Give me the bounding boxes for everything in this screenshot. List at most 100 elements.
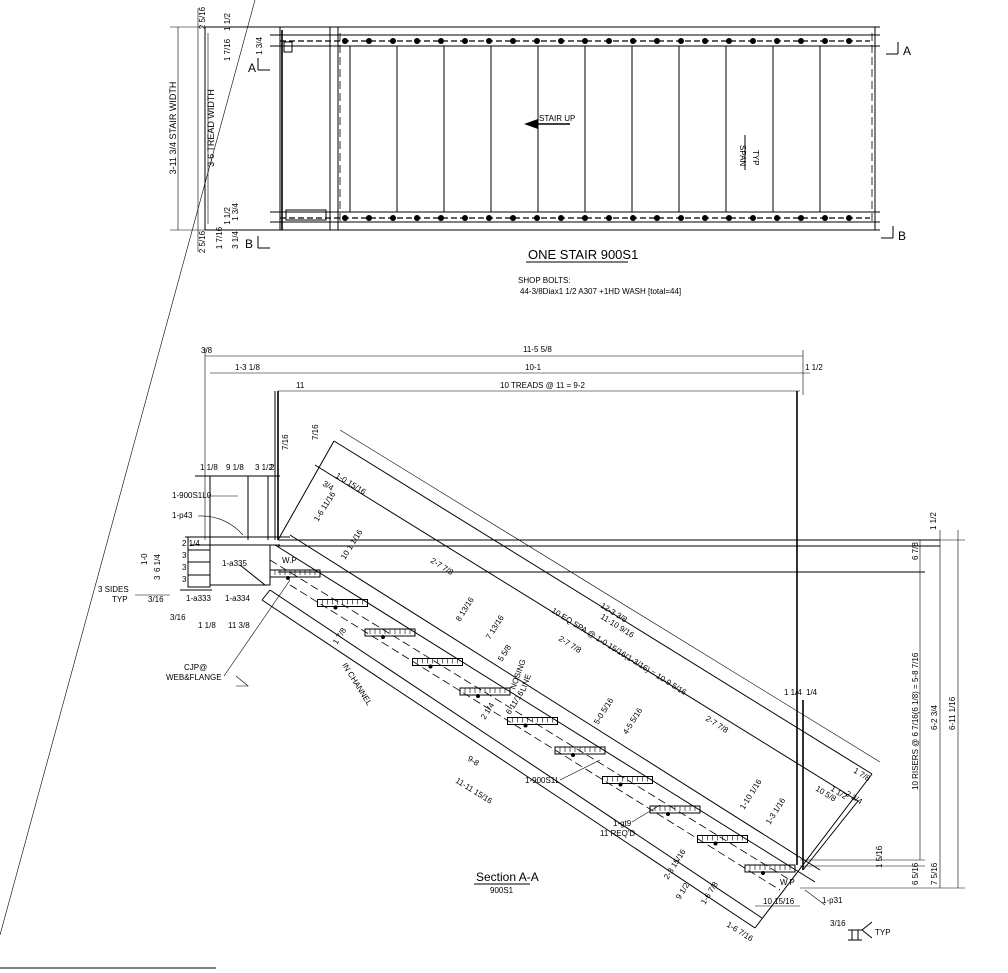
dim-2: 2 — [270, 463, 275, 472]
dim-3d: 3 — [182, 575, 187, 584]
callout-1-1-8: 1 1/8 — [198, 621, 216, 630]
bolt-icon — [486, 38, 492, 44]
plan-dim-6: 1 3/4 — [231, 203, 240, 221]
section-treads — [269, 569, 796, 875]
callout-11-3-8: 11 3/8 — [228, 621, 250, 630]
bolt-icon — [558, 38, 564, 44]
slope-misc5: 8 13/16 — [454, 595, 476, 623]
section-tread — [649, 805, 701, 816]
section-view: 11-5 5/8 3/8 1-3 1/8 10-1 1 1/2 11 10 TR… — [0, 0, 965, 944]
typ2-callout: TYP — [875, 928, 891, 937]
dim-7-16b: 7/16 — [311, 424, 320, 440]
plan-dim-3: 1 7/16 — [223, 38, 232, 61]
dim-6-1-4: 6 1/4 — [153, 554, 162, 572]
callout-cjp: CJP@ — [184, 663, 207, 672]
dim-3b: 3 — [182, 551, 187, 560]
bolt-icon — [798, 215, 804, 221]
gt9-req: 11 REQ'D — [600, 829, 635, 838]
dim-9-1-8: 9 1/8 — [226, 463, 244, 472]
bolt-icon — [414, 215, 420, 221]
section-title: Section A-A — [476, 870, 539, 884]
dim-1-1-4: 1 1/4 — [784, 688, 802, 697]
bolt-icon — [774, 38, 780, 44]
in-channel: IN CHANNEL — [340, 661, 374, 707]
side-small: 6 7/8 — [911, 542, 920, 560]
bolt-icon — [342, 215, 348, 221]
bolt-icon — [438, 38, 444, 44]
plan-dim-7: 1 7/16 — [215, 226, 224, 249]
bolt-icon — [462, 38, 468, 44]
dim-treads: 10 TREADS @ 11 = 9-2 — [500, 381, 586, 390]
section-marker-b-right: B — [898, 229, 906, 243]
span-typ-label: TYP — [751, 150, 760, 166]
bolt-icon — [486, 215, 492, 221]
bolt-icon — [510, 215, 516, 221]
dim-3c: 3 — [182, 563, 187, 572]
slope-misc12: 1-10 1/16 — [738, 777, 764, 811]
dim-10-15-16: 10 15/16 — [763, 897, 795, 906]
callout-w316: 3/16 — [148, 595, 164, 604]
slope-misc10: 5-0 5/16 — [592, 696, 615, 726]
stair-width-label: 3-11 3/4 STAIR WIDTH — [168, 82, 178, 175]
bolt-icon — [750, 215, 756, 221]
plan-dim-9: 3 1/4 — [231, 231, 240, 249]
bolt-icon — [774, 215, 780, 221]
plan-title: ONE STAIR 900S1 — [528, 247, 638, 262]
stringer-channel — [261, 440, 873, 929]
bolt-icon — [654, 215, 660, 221]
bolt-icon — [462, 215, 468, 221]
bolt-icon — [582, 215, 588, 221]
slope-misc16: 2 3/4 — [844, 789, 864, 806]
dim-right: 1 1/2 — [805, 363, 823, 372]
section-tread — [317, 599, 368, 610]
section-tread — [554, 746, 606, 757]
dim-1-4: 1/4 — [806, 688, 818, 697]
bolt-icon — [438, 215, 444, 221]
bolt-icon — [678, 38, 684, 44]
slope-misc9: 6 11/16 — [504, 689, 526, 716]
wp-bottom: W.P — [780, 878, 795, 887]
slope-misc6: 7 13/16 — [484, 613, 506, 641]
shop-bolts-detail: 44-3/8Diax1 1/2 A307 +1HD WASH [total=44… — [520, 287, 681, 296]
plan-bolts — [342, 38, 852, 221]
bolt-icon — [822, 215, 828, 221]
bolt-icon — [846, 215, 852, 221]
side-h2: 6-11 1/16 — [948, 696, 957, 730]
bolt-icon — [606, 215, 612, 221]
dim-1-0: 1-0 — [140, 553, 149, 565]
bolt-icon — [726, 215, 732, 221]
slope-misc4: 10 1 1/16 — [339, 528, 365, 562]
bolt-icon — [750, 38, 756, 44]
bolt-icon — [702, 38, 708, 44]
bolt-icon — [654, 38, 660, 44]
slope-b: 2-7 7/8 — [557, 634, 583, 655]
slope-a: 2-7 7/8 — [429, 556, 455, 577]
stair-up-label: STAIR UP — [539, 114, 575, 123]
section-tread — [744, 864, 796, 875]
section-tread — [364, 628, 416, 639]
callout-a335: 1-a335 — [222, 559, 247, 568]
dim-1-7-16: 1 7/8 — [331, 626, 348, 646]
section-tread — [412, 658, 463, 669]
plan-dim-5: 1 1/2 — [223, 207, 232, 225]
bolt-icon — [534, 215, 540, 221]
bolt-icon — [414, 38, 420, 44]
p31-callout: 1-p31 — [822, 896, 843, 905]
plan-dim-1: 2 5/16 — [198, 6, 207, 29]
dim-1-1-8: 1 1/8 — [200, 463, 218, 472]
low1: 9-8 — [466, 754, 481, 768]
bolt-icon — [342, 38, 348, 44]
plan-treads — [349, 46, 821, 212]
section-ref: 900S1 — [490, 886, 514, 895]
section-tread — [697, 835, 748, 846]
bolt-icon — [678, 215, 684, 221]
bolt-icon — [702, 215, 708, 221]
bolt-icon — [630, 215, 636, 221]
slope-misc3: 1-6 11/16 — [312, 490, 338, 523]
callout-typ: TYP — [112, 595, 128, 604]
dim-overall: 11-5 5/8 — [523, 345, 552, 354]
callout-three-sides: 3 SIDES — [98, 585, 129, 594]
bolt-icon — [366, 215, 372, 221]
shop-bolts-heading: SHOP BOLTS: — [518, 276, 571, 285]
